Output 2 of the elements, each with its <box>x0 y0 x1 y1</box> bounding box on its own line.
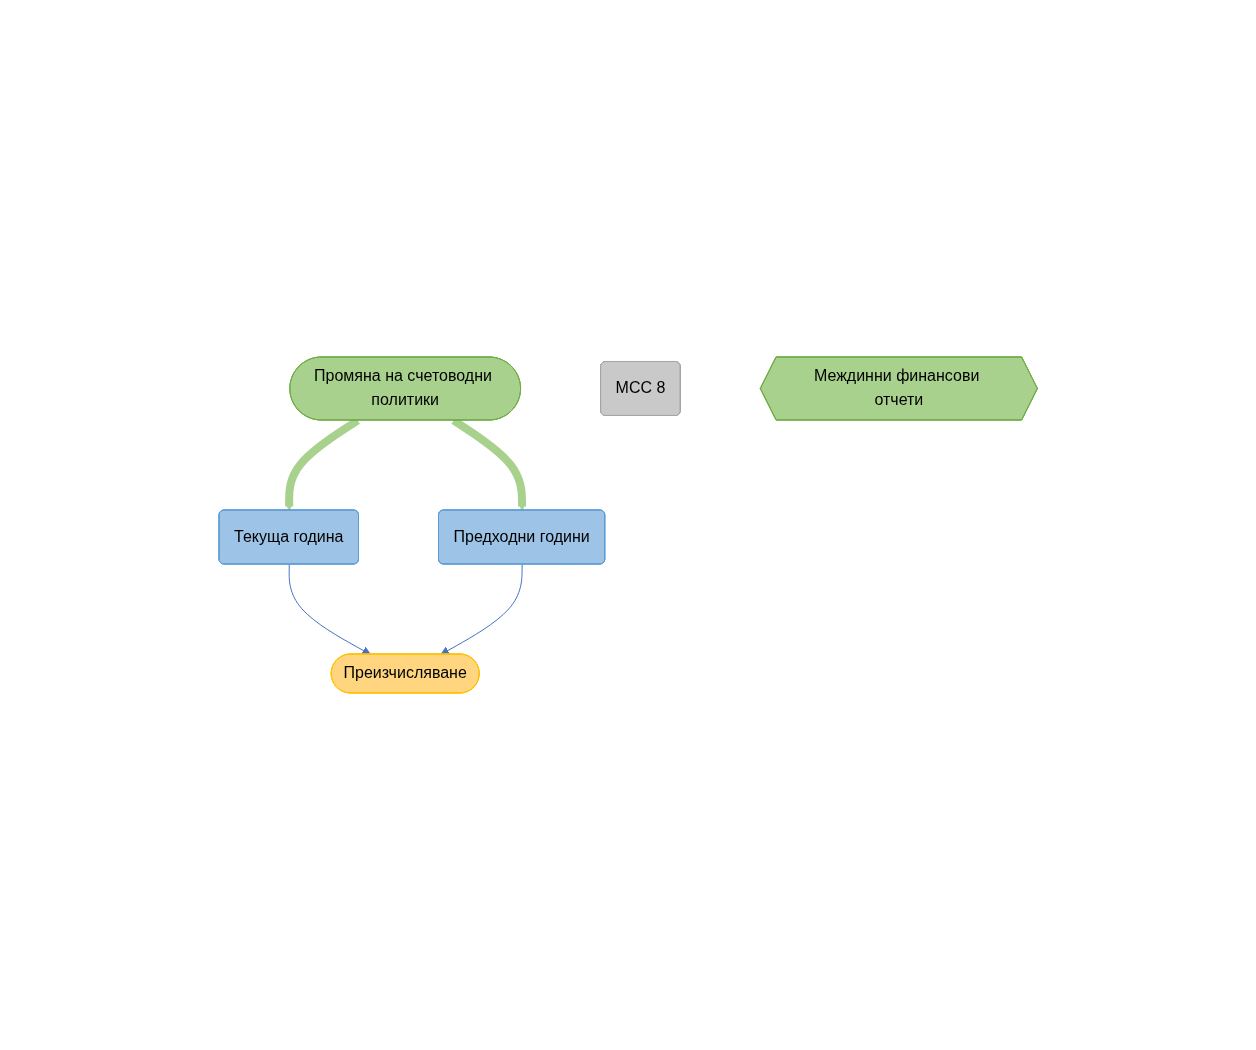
arrow <box>288 564 371 655</box>
arrow <box>440 564 523 655</box>
